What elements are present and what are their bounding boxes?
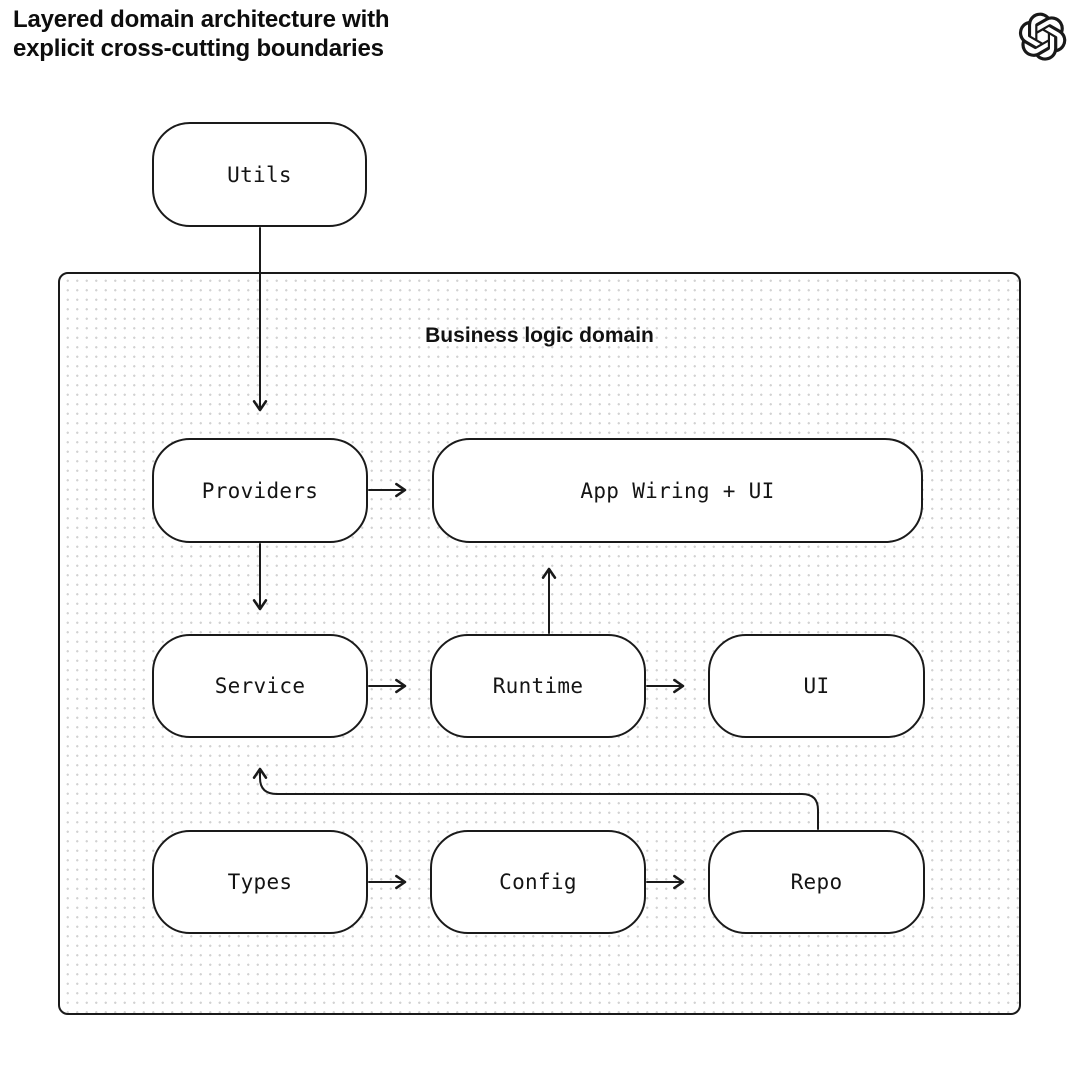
node-runtime-label: Runtime	[492, 674, 584, 698]
page-title-line1: Layered domain architecture with	[13, 6, 390, 33]
page-title-line2: explicit cross-cutting boundaries	[13, 35, 384, 62]
node-service-label: Service	[214, 674, 306, 698]
business-logic-domain-label: Business logic domain	[425, 324, 654, 347]
node-types-label: Types	[227, 870, 293, 894]
node-service: Service	[152, 634, 368, 738]
node-ui-label: UI	[803, 674, 830, 698]
node-ui: UI	[708, 634, 925, 738]
node-providers-label: Providers	[201, 478, 319, 503]
node-repo: Repo	[708, 830, 925, 934]
node-app-wiring-ui-label: App Wiring + UI	[580, 478, 775, 503]
node-config-label: Config	[499, 870, 577, 894]
node-providers: Providers	[152, 438, 368, 543]
node-types: Types	[152, 830, 368, 934]
openai-logo-icon	[1018, 12, 1068, 62]
node-config: Config	[430, 830, 646, 934]
node-app-wiring-ui: App Wiring + UI	[432, 438, 923, 543]
node-runtime: Runtime	[430, 634, 646, 738]
node-utils-label: Utils	[227, 162, 292, 187]
node-utils: Utils	[152, 122, 367, 227]
node-repo-label: Repo	[790, 870, 843, 894]
page-title: Layered domain architecture with explici…	[13, 5, 390, 63]
